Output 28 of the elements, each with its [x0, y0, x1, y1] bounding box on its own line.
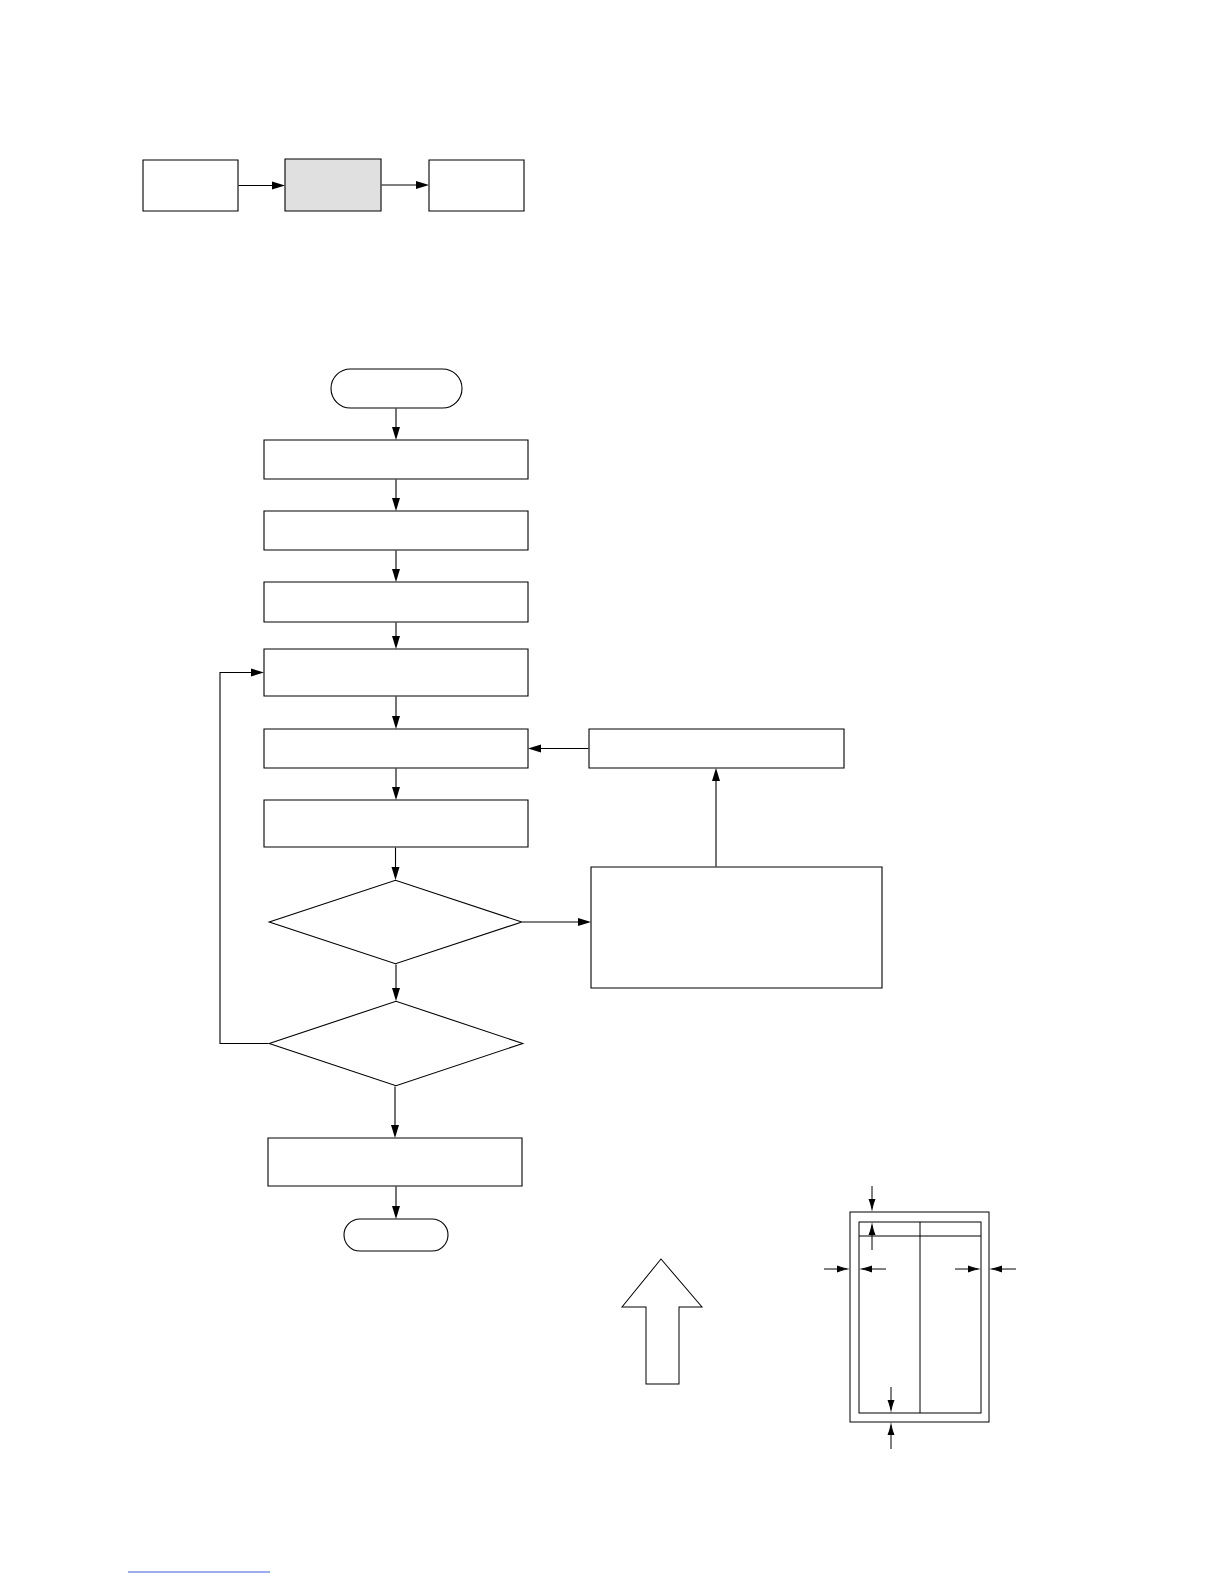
- arrow: [392, 696, 400, 729]
- arrow: [381, 181, 429, 189]
- arrow: [392, 479, 400, 511]
- arrow: [392, 964, 400, 1001]
- process-box: [142, 159, 239, 212]
- process-box: [263, 510, 529, 551]
- process-box: [263, 581, 529, 623]
- arrow: [392, 768, 400, 800]
- arrow: [391, 1086, 399, 1138]
- arrow: [392, 622, 400, 649]
- process-box: [267, 1137, 523, 1187]
- arrow: [391, 847, 400, 880]
- arrow: [528, 744, 589, 753]
- process-box: [588, 728, 845, 769]
- process-box: [263, 648, 529, 697]
- process-box: [263, 799, 529, 848]
- process-box: [428, 159, 525, 212]
- arrow: [392, 1186, 400, 1219]
- process-box: [284, 158, 382, 212]
- arrow: [238, 181, 285, 190]
- process-box: [263, 439, 529, 480]
- arrow: [712, 768, 720, 867]
- process-box: [263, 728, 529, 769]
- arrow: [522, 918, 591, 926]
- arrow: [392, 550, 400, 582]
- arrow: [392, 408, 400, 440]
- process-box: [590, 866, 883, 989]
- arrow: [219, 668, 269, 1045]
